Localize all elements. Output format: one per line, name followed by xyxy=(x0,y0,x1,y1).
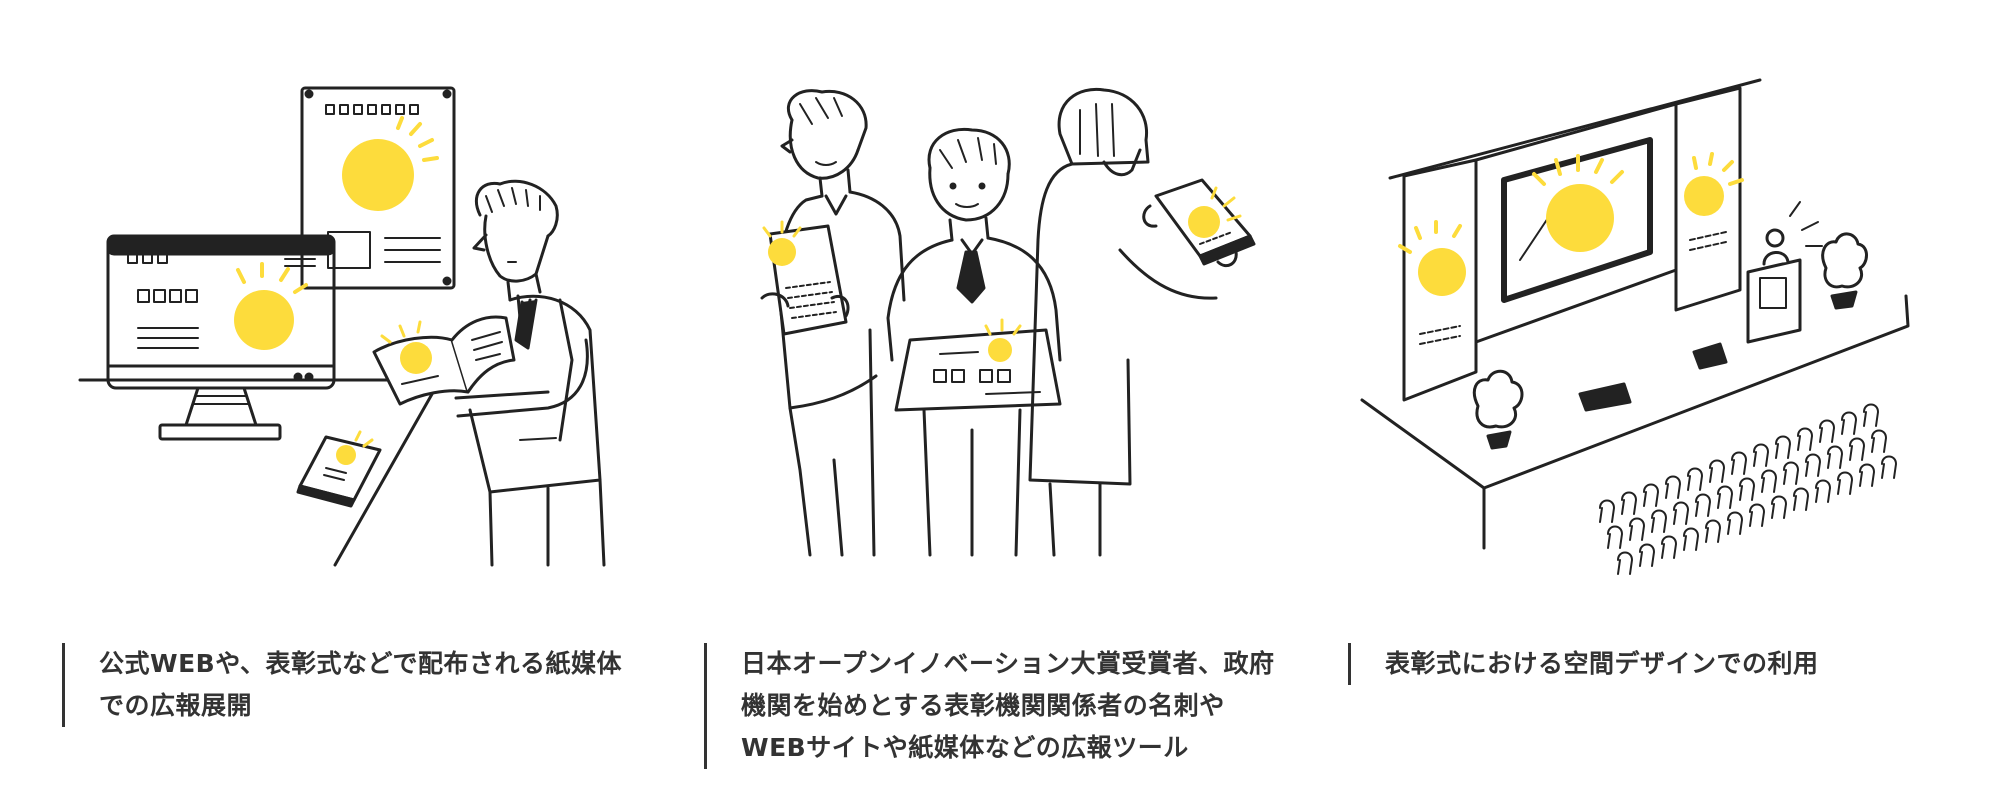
poster-icon xyxy=(300,86,456,290)
board-icon xyxy=(894,318,1062,412)
caption-line: での広報展開 xyxy=(99,691,253,720)
brochure-icon xyxy=(372,315,516,406)
stage-screen-icon xyxy=(1501,137,1653,303)
flower-arrangement-left xyxy=(1472,369,1524,450)
man-with-document-figure xyxy=(776,89,906,557)
smartphone-icon xyxy=(296,430,382,508)
caption-line: 機関を始めとする表彰機関関係者の名刺や xyxy=(741,691,1225,720)
desktop-monitor-icon xyxy=(106,234,336,441)
flower-arrangement-right xyxy=(1821,232,1868,310)
left-banner-icon xyxy=(1398,158,1478,402)
woman-with-tablet-figure xyxy=(1028,87,1218,557)
document-icon xyxy=(760,220,850,336)
man-reading-figure xyxy=(454,179,606,567)
panel-business-cards xyxy=(760,87,1256,557)
caption-line: 表彰式における空間デザインでの利用 xyxy=(1385,649,1819,678)
caption-line: 公式WEBや、表彰式などで配布される紙媒体 xyxy=(99,649,622,678)
podium-icon xyxy=(1746,201,1823,344)
panel-web-print xyxy=(78,86,606,567)
caption-web-print: 公式WEBや、表彰式などで配布される紙媒体 での広報展開 xyxy=(62,643,622,727)
tablet-icon xyxy=(1142,178,1256,268)
illustrations xyxy=(78,78,1910,575)
caption-line: 日本オープンイノベーション大賞受賞者、政府 xyxy=(741,649,1275,678)
caption-ceremony-space: 表彰式における空間デザインでの利用 xyxy=(1348,643,1819,685)
man-with-board-figure xyxy=(886,127,1062,557)
caption-business-cards: 日本オープンイノベーション大賞受賞者、政府 機関を始めとする表彰機関関係者の名刺… xyxy=(704,643,1275,769)
caption-line: WEBサイトや紙媒体などの広報ツール xyxy=(741,733,1189,762)
audience-seat-icon xyxy=(1599,403,1897,575)
right-banner-icon xyxy=(1674,86,1744,312)
panel-ceremony-space xyxy=(1360,78,1910,575)
